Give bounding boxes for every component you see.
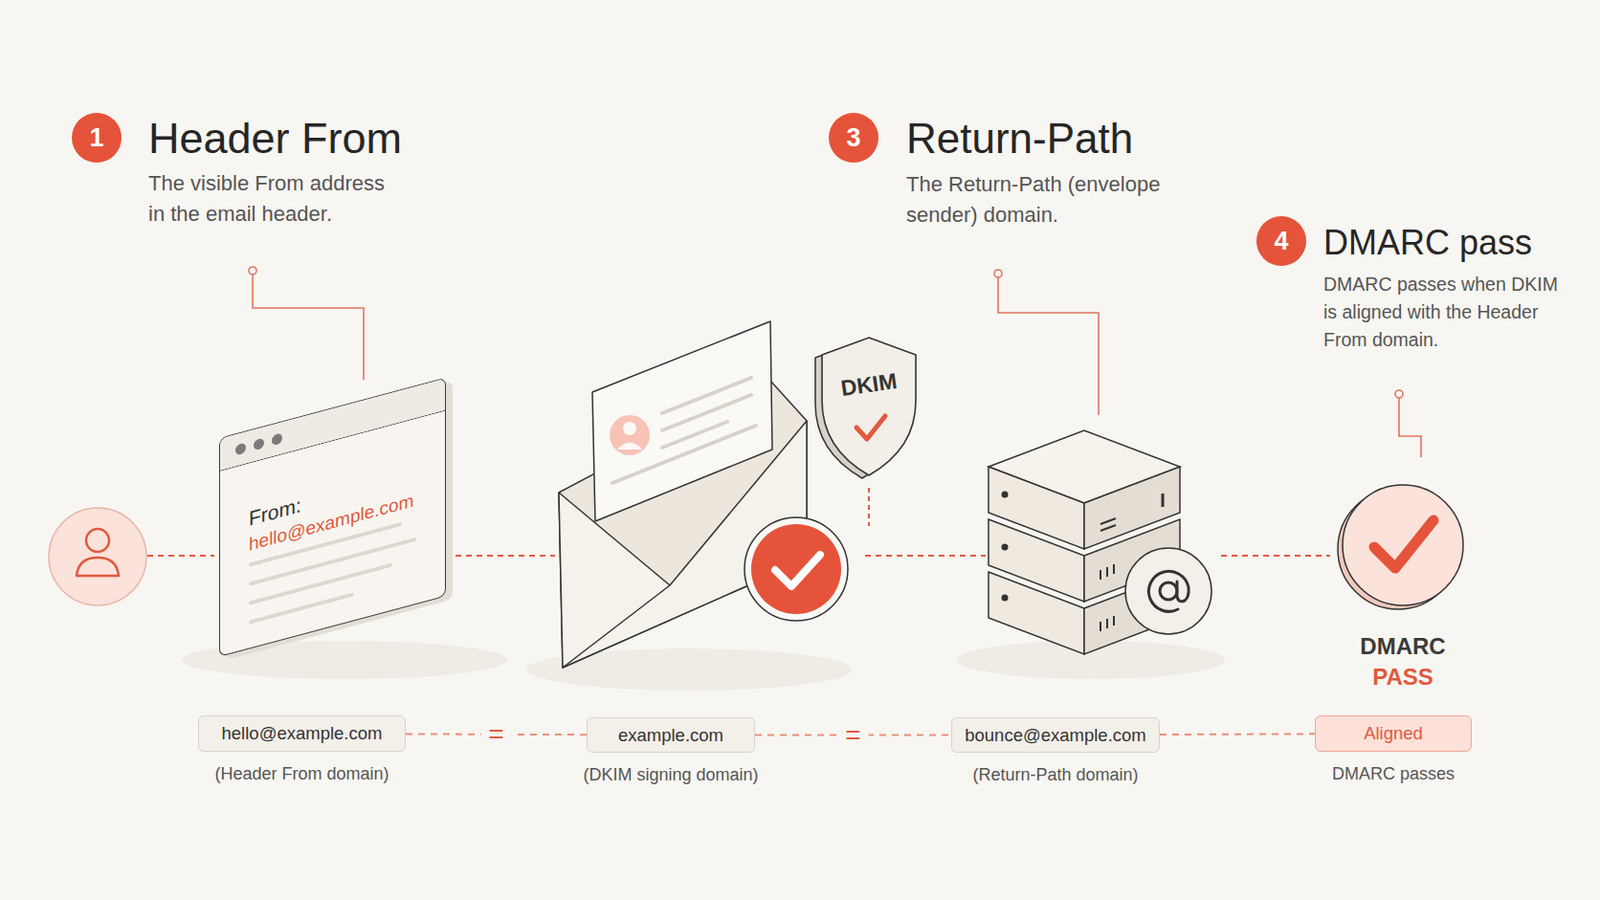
callout-number: 3 [828,112,879,163]
leader-line [1399,398,1422,458]
server-led [1001,595,1009,602]
mail-badge [1125,548,1212,635]
domain-box: bounce@example.com(Return-Path domain) [951,717,1160,754]
pass-circle [1339,478,1474,618]
pass-badge: DMARCPASS [1339,478,1467,701]
domain-text: example.com [587,718,755,753]
check-badge [751,524,842,615]
callout-number: 4 [1256,216,1307,267]
browser-window: From:hello@example.com [219,377,446,658]
leader-line [998,277,1099,416]
shield-check [856,416,886,440]
pass-text: DMARC [1320,633,1486,661]
status-text: Aligned [1315,716,1471,752]
callout-number-text: 4 [1256,216,1307,267]
badge-ring [744,517,848,622]
leader-line [252,274,364,380]
dkim-shield: DKIM [816,333,922,480]
server-led [1001,491,1009,499]
shield-link [867,488,870,527]
user-head [86,529,110,553]
section-description: The Return-Path (envelope sender) domain… [906,169,1167,231]
section-heading: Header From [148,113,402,164]
leader-dot [994,269,1002,278]
section-description: The visible From address in the email he… [148,168,393,230]
section-heading: Return-Path [906,114,1134,163]
callout-number: 1 [71,112,122,163]
window-dot [235,442,246,456]
letter-paper [592,321,773,522]
letter-avatar-body [617,443,643,451]
user-circle [48,508,147,606]
dashed-connector [1159,733,1315,736]
callout-number-text: 1 [71,112,122,163]
shield-face [822,337,916,476]
domain-text: hello@example.com [199,716,405,752]
equals-sign: = [837,722,868,750]
domain-box: example.com(DKIM signing domain) [586,717,756,754]
shield-outline [816,333,922,480]
window-dot [271,432,283,446]
pass-check [1374,520,1434,569]
domain-text: bounce@example.com [952,718,1159,753]
server-face [1084,466,1180,550]
check-mark [775,555,821,587]
server-vent [1100,564,1114,580]
domain-box: hello@example.com(Header From domain) [198,715,406,753]
leader-dot [1395,390,1403,399]
domain-text-sub: (Return-Path domain) [972,765,1138,786]
section-heading: DMARC pass [1323,222,1533,264]
letter-lines [612,377,756,484]
callout-number-text: 3 [828,112,879,163]
envelope-fold [562,585,670,668]
leader-dot [248,266,257,275]
window-titlebar [220,378,445,472]
pass-text-sub: PASS [1320,664,1486,691]
letter-avatar-head [622,422,637,436]
at-symbol [1148,571,1189,612]
at-symbol [1159,582,1178,600]
domain-text-sub: (Header From domain) [214,764,389,785]
status-text-sub: DMARC passes [1332,764,1455,785]
server-slot [1100,518,1116,532]
server-face [988,466,1085,550]
server-led [1001,544,1009,552]
status-box: AlignedDMARC passes [1314,715,1472,753]
server-vent [1100,616,1114,632]
equals-sign: = [480,721,512,749]
pass-face [1342,485,1464,606]
letter-avatar [609,415,650,456]
section-description: DMARC passes when DKIM is aligned with t… [1323,270,1563,355]
user-body [76,557,119,577]
window-dot [253,437,265,451]
server-slot [1161,493,1165,508]
server-unit [988,430,1180,550]
text-line [248,563,393,606]
domain-text-sub: (DKIM signing domain) [582,765,758,786]
